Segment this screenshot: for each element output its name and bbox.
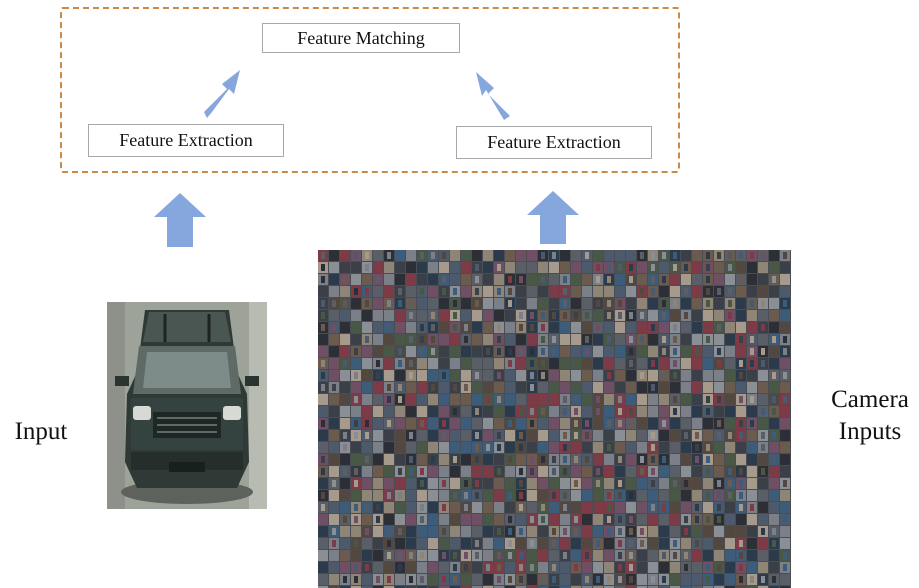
feature-extraction-right-box: Feature Extraction — [456, 126, 652, 159]
arrow-up-camera-icon — [527, 191, 579, 244]
feature-extraction-left-box: Feature Extraction — [88, 124, 284, 157]
arrow-up-left-icon — [476, 72, 510, 120]
camera-label-line1: Camera — [831, 386, 909, 413]
camera-label-line2: Inputs — [838, 418, 902, 445]
camera-gallery-grid — [318, 250, 791, 588]
camera-inputs-label: Camera Inputs — [822, 384, 918, 448]
input-label: Input — [14, 418, 68, 445]
arrow-up-left-icon-input — [154, 193, 206, 247]
feature-pipeline-box — [60, 7, 680, 173]
feature-matching-box: Feature Matching — [262, 23, 460, 53]
query-vehicle-image — [107, 302, 267, 509]
arrow-up-right-icon — [204, 70, 240, 118]
